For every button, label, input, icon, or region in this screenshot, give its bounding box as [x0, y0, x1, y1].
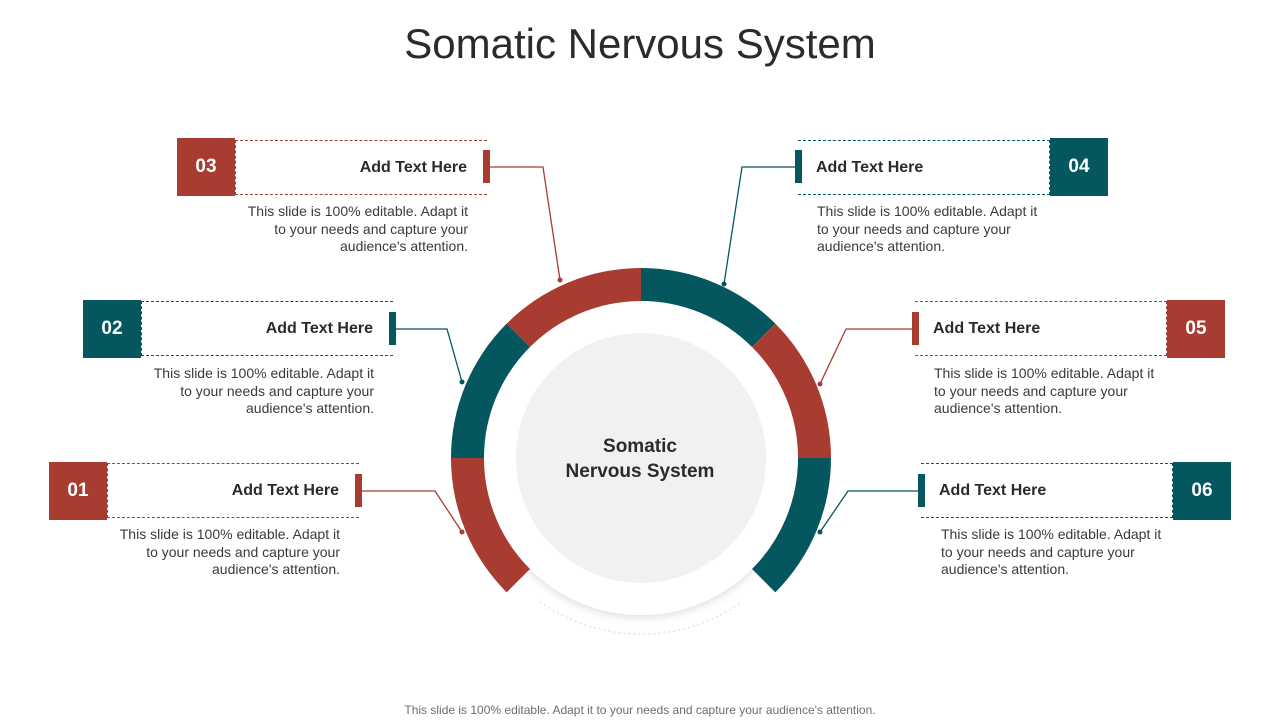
center-label: Somatic Nervous System	[540, 434, 740, 484]
ring-segment-04	[641, 268, 776, 347]
item-02-number: 02	[83, 300, 141, 358]
item-06-description: This slide is 100% editable. Adapt it to…	[941, 526, 1162, 577]
connector-end-03	[557, 277, 563, 283]
center-circle	[516, 333, 766, 583]
connector-02	[396, 328, 463, 383]
item-06-tab	[918, 474, 925, 507]
item-06-heading: Add Text Here	[921, 463, 1173, 518]
item-05-tab	[912, 312, 919, 345]
item-03-tab	[483, 150, 490, 183]
connector-04	[723, 166, 795, 285]
item-05-number: 05	[1167, 300, 1225, 358]
connector-03	[490, 166, 561, 281]
connector-end-06	[817, 529, 823, 535]
connector-end-04	[721, 281, 727, 287]
item-06-number: 06	[1173, 462, 1231, 520]
ring-segment-06	[752, 458, 831, 593]
item-01-tab	[355, 474, 362, 507]
item-01-description: This slide is 100% editable. Adapt it to…	[119, 526, 340, 577]
item-03-number: 03	[177, 138, 235, 196]
connector-06	[819, 490, 918, 533]
item-03-description: This slide is 100% editable. Adapt it to…	[247, 203, 468, 254]
item-04-tab	[795, 150, 802, 183]
connector-end-05	[817, 381, 823, 387]
item-02-tab	[389, 312, 396, 345]
item-04-number: 04	[1050, 138, 1108, 196]
ring-segment-01	[451, 458, 530, 593]
item-03-heading: Add Text Here	[235, 140, 487, 195]
connector-end-01	[459, 529, 465, 535]
item-02-heading: Add Text Here	[141, 301, 393, 356]
item-05-description: This slide is 100% editable. Adapt it to…	[934, 365, 1155, 416]
item-01-heading: Add Text Here	[107, 463, 359, 518]
item-02-description: This slide is 100% editable. Adapt it to…	[153, 365, 374, 416]
item-04-heading: Add Text Here	[798, 140, 1050, 195]
ring-dotted-arc	[539, 601, 743, 635]
ring-segment-03	[506, 268, 641, 347]
item-04-description: This slide is 100% editable. Adapt it to…	[817, 203, 1038, 254]
item-05-heading: Add Text Here	[915, 301, 1167, 356]
connector-01	[362, 490, 463, 533]
footer-note: This slide is 100% editable. Adapt it to…	[404, 703, 876, 717]
connector-end-02	[459, 379, 465, 385]
slide-title: Somatic Nervous System	[404, 20, 876, 67]
ring-segment-02	[451, 323, 530, 458]
connector-05	[819, 328, 912, 385]
center-label-line2: Nervous System	[565, 461, 715, 482]
item-01-number: 01	[49, 462, 107, 520]
ring-segment-05	[752, 323, 831, 458]
center-label-line1: Somatic	[603, 436, 677, 457]
